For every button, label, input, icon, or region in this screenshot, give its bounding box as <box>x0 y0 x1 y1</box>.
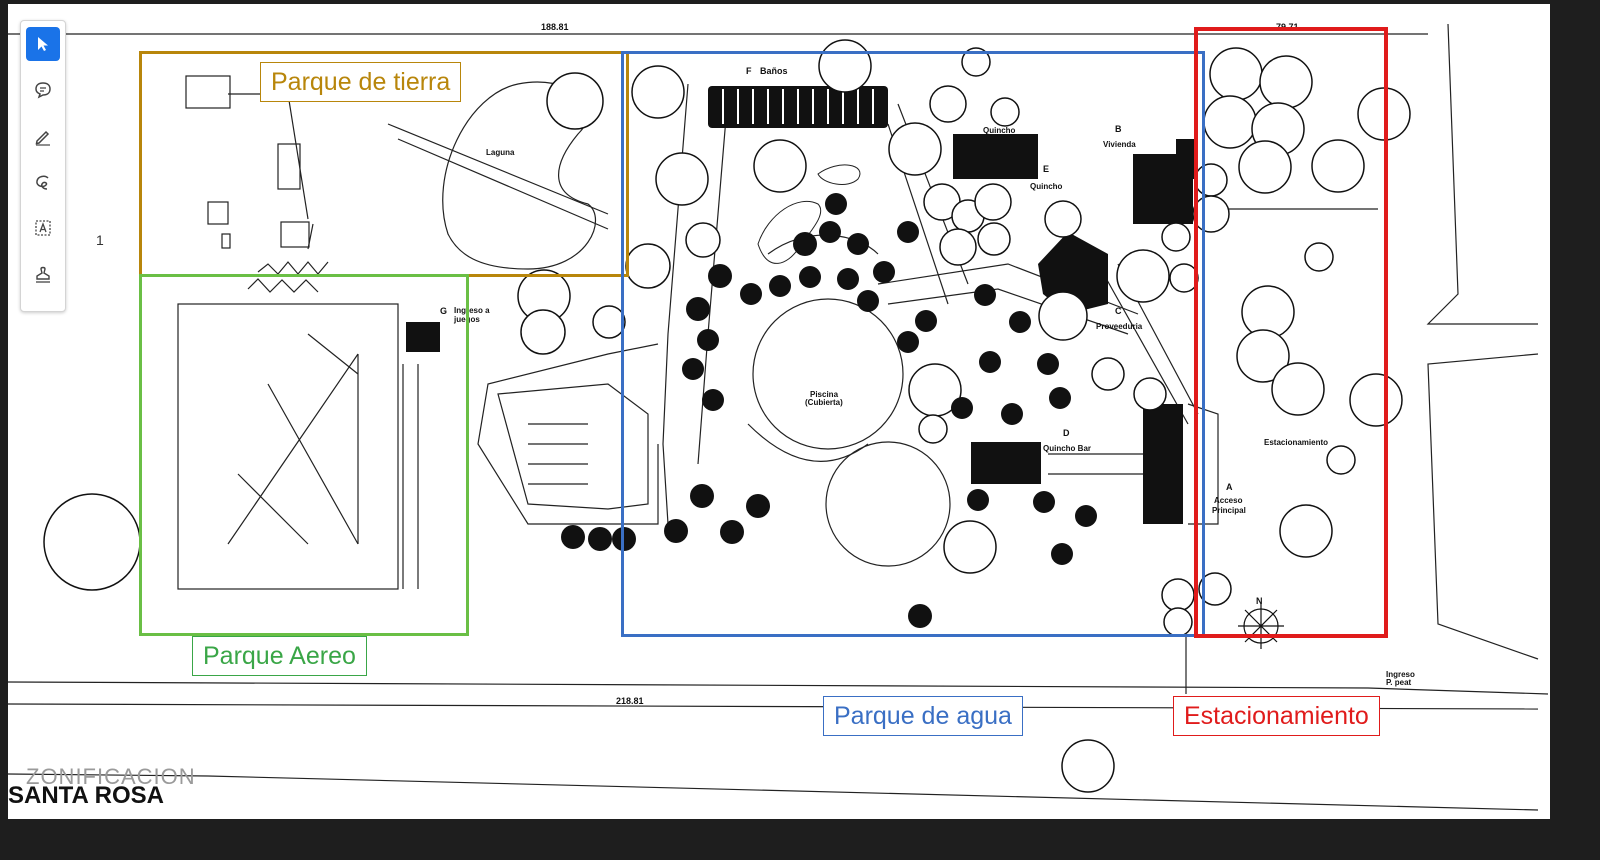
label-proveeduria: Proveeduria <box>1096 322 1143 331</box>
zone-estacionamiento-box[interactable] <box>1194 27 1388 638</box>
lasso-curve-icon <box>36 175 49 190</box>
label-acceso: Acceso <box>1214 496 1243 505</box>
text-box-icon <box>35 220 51 236</box>
code-g: G <box>440 306 448 316</box>
text-box-tool-button[interactable] <box>26 211 60 245</box>
annotation-toolbar <box>20 20 66 312</box>
label-laguna: Laguna <box>486 148 515 157</box>
zone-label-estacionamiento: Estacionamiento <box>1173 696 1380 736</box>
label-piscina-sub: (Cubierta) <box>805 398 843 407</box>
label-estacionamiento-plan: Estacionamiento <box>1264 438 1329 447</box>
draw-tool-button[interactable] <box>26 119 60 153</box>
cursor-arrow-icon <box>38 37 48 51</box>
zone-label-aereo: Parque Aereo <box>192 636 367 676</box>
label-quincho-small: Quincho <box>983 126 1016 135</box>
site-plan-drawing <box>8 23 1549 811</box>
footer-title: SANTA ROSA <box>8 782 164 809</box>
zone-label-agua: Parque de agua <box>823 696 1023 736</box>
label-ingreso-peat: Ingreso <box>1386 670 1415 679</box>
code-c: C <box>1115 306 1122 316</box>
north-label: N <box>1256 596 1263 606</box>
label-vivienda: Vivienda <box>1103 140 1136 149</box>
speech-bubble-icon <box>35 82 51 99</box>
code-f: F <box>746 66 752 76</box>
pen-icon <box>35 130 50 146</box>
dimension-top-left: 188.81 <box>541 22 569 32</box>
zone-agua-box[interactable] <box>621 51 1205 637</box>
document-canvas: 188.81 79.71 218.81 F Baños Quincho E Qu… <box>8 4 1550 819</box>
dimension-bottom: 218.81 <box>616 696 644 706</box>
code-b: B <box>1115 124 1122 134</box>
code-e: E <box>1043 164 1050 174</box>
label-piscina: Piscina <box>810 390 839 399</box>
stamp-tool-button[interactable] <box>26 257 60 291</box>
zone-label-tierra: Parque de tierra <box>260 62 462 102</box>
label-banos: Baños <box>760 66 788 76</box>
label-ingreso-peat-sub: P. peat <box>1386 678 1412 687</box>
freehand-tool-button[interactable] <box>26 165 60 199</box>
page-number: 1 <box>96 232 104 248</box>
code-a: A <box>1226 482 1233 492</box>
footer-subtitle: ZONIFICACION <box>26 764 196 789</box>
label-quincho: Quincho <box>1030 182 1063 191</box>
label-principal: Principal <box>1212 506 1246 515</box>
code-d: D <box>1063 428 1070 438</box>
comment-tool-button[interactable] <box>26 73 60 107</box>
label-quincho-bar: Quincho Bar <box>1043 444 1092 453</box>
zone-aereo-box[interactable] <box>139 274 469 636</box>
select-tool-button[interactable] <box>26 27 60 61</box>
stamp-icon <box>36 266 50 283</box>
